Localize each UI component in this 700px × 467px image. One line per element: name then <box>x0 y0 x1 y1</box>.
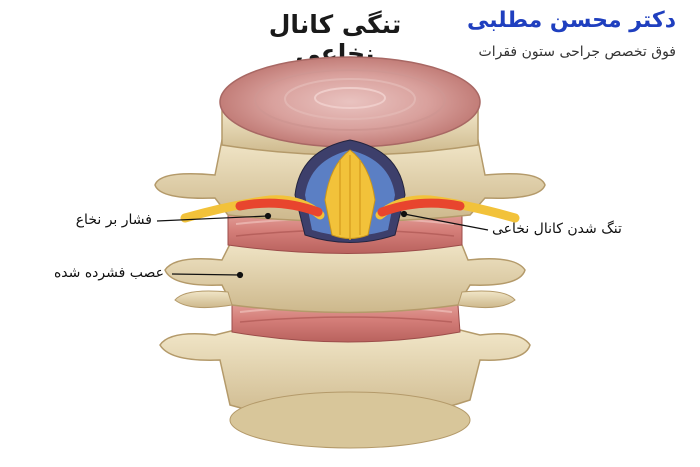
label-pinched-nerve: عصب فشرده شده <box>53 265 164 281</box>
doctor-specialty: فوق تخصص جراحی ستون فقرات <box>478 44 676 60</box>
leader-lines <box>156 210 489 279</box>
lower-vertebra <box>159 329 531 449</box>
top-disc-surface <box>219 56 481 148</box>
label-canal-narrowing: تنگ شدن کانال نخاعی <box>492 221 622 237</box>
label-spinal-cord-pressure: فشار بر نخاع <box>75 212 152 228</box>
page-title: تنگی کانال نخاعی <box>268 10 402 68</box>
doctor-name: دکتر محسن مطلبی <box>467 8 676 33</box>
nerve-roots <box>180 195 520 223</box>
